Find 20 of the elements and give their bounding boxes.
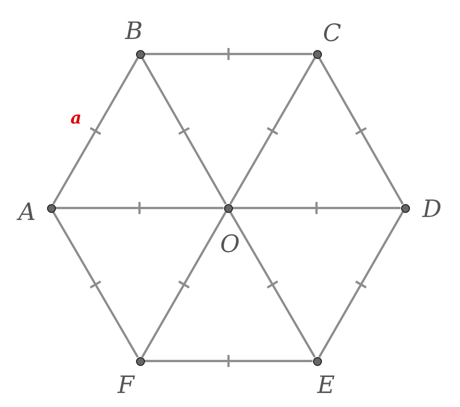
point-label: D — [422, 197, 442, 221]
segment — [229, 56, 316, 206]
point-label: O — [220, 232, 240, 256]
point-label: A — [18, 200, 36, 224]
segment — [143, 354, 314, 368]
segment — [318, 210, 404, 358]
segment — [52, 56, 139, 206]
segment — [229, 210, 316, 358]
point-label: F — [118, 373, 134, 397]
segment — [52, 210, 139, 358]
segment — [231, 200, 402, 216]
point-label: E — [317, 373, 335, 397]
segment — [141, 210, 227, 358]
segment — [54, 200, 225, 216]
segment — [143, 46, 314, 62]
segment — [141, 56, 227, 206]
point-label: B — [125, 19, 143, 43]
side-label: a — [70, 110, 82, 128]
point-label: C — [322, 21, 342, 45]
segment — [318, 56, 404, 206]
